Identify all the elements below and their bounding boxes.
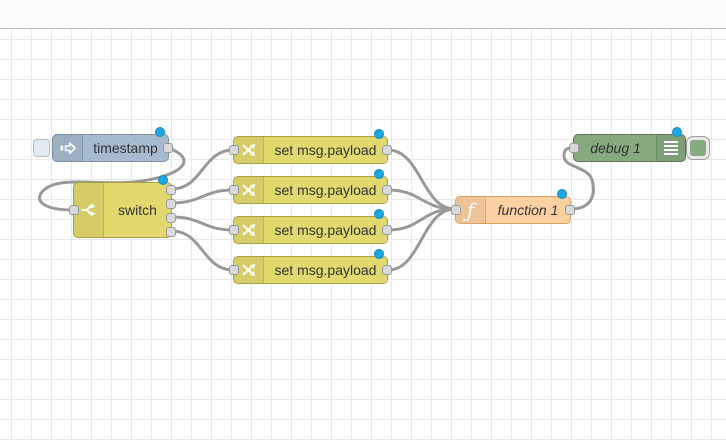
changed-indicator [374, 129, 384, 139]
node-label: switch [118, 202, 157, 218]
input-port[interactable] [451, 205, 461, 215]
debug-list-icon [656, 135, 685, 161]
inject-trigger-button[interactable] [33, 139, 50, 157]
node-label: set msg.payload [274, 182, 377, 198]
node-label: function 1 [497, 202, 559, 218]
output-port[interactable] [163, 143, 173, 153]
inject-node[interactable]: timestamp [33, 127, 173, 162]
change-node-1[interactable]: set msg.payload [229, 129, 392, 164]
node-label: set msg.payload [274, 262, 377, 278]
changed-indicator [155, 127, 165, 137]
changed-indicator [374, 209, 384, 219]
changed-indicator [158, 175, 168, 185]
function-f-icon: ƒ [456, 197, 486, 223]
shuffle-icon [234, 137, 264, 163]
wire-change4-to-function[interactable] [386, 207, 457, 272]
changed-indicator [557, 189, 567, 199]
node-label: timestamp [93, 140, 158, 156]
changed-indicator [374, 249, 384, 259]
wire-switch4-to-change4[interactable] [170, 229, 235, 272]
node-label: set msg.payload [274, 142, 377, 158]
output-port[interactable] [382, 185, 392, 195]
switch-node[interactable]: switch [69, 175, 176, 238]
wire-function-to-debug[interactable] [562, 146, 595, 211]
change-node-4[interactable]: set msg.payload [229, 249, 392, 284]
output-port[interactable] [382, 265, 392, 275]
changed-indicator [374, 169, 384, 179]
input-port[interactable] [569, 143, 579, 153]
change-node-2[interactable]: set msg.payload [229, 169, 392, 204]
wire-change1-to-function[interactable] [386, 148, 457, 211]
shuffle-icon [234, 217, 264, 243]
switch-fork-icon [74, 183, 104, 237]
input-port[interactable] [229, 185, 239, 195]
function-node[interactable]: ƒ function 1 [451, 189, 575, 224]
output-port-3[interactable] [166, 213, 176, 223]
output-port[interactable] [382, 145, 392, 155]
editor-topbar [0, 0, 726, 29]
change-node-3[interactable]: set msg.payload [229, 209, 392, 244]
node-label: set msg.payload [274, 222, 377, 238]
changed-indicator [672, 127, 682, 137]
input-port[interactable] [229, 145, 239, 155]
input-port[interactable] [229, 225, 239, 235]
output-port[interactable] [382, 225, 392, 235]
debug-enable-toggle[interactable] [687, 137, 709, 159]
wire-switch2-to-change2[interactable] [170, 188, 235, 205]
wire-switch1-to-change1[interactable] [170, 148, 235, 191]
shuffle-icon [234, 177, 264, 203]
input-port[interactable] [229, 265, 239, 275]
debug-node[interactable]: debug 1 [569, 127, 709, 162]
output-port-1[interactable] [166, 185, 176, 195]
wire-switch3-to-change3[interactable] [170, 215, 235, 232]
shuffle-icon [234, 257, 264, 283]
output-port[interactable] [565, 205, 575, 215]
inject-arrow-icon [53, 135, 83, 161]
output-port-4[interactable] [166, 227, 176, 237]
node-label: debug 1 [590, 140, 641, 156]
input-port[interactable] [69, 205, 79, 215]
output-port-2[interactable] [166, 199, 176, 209]
